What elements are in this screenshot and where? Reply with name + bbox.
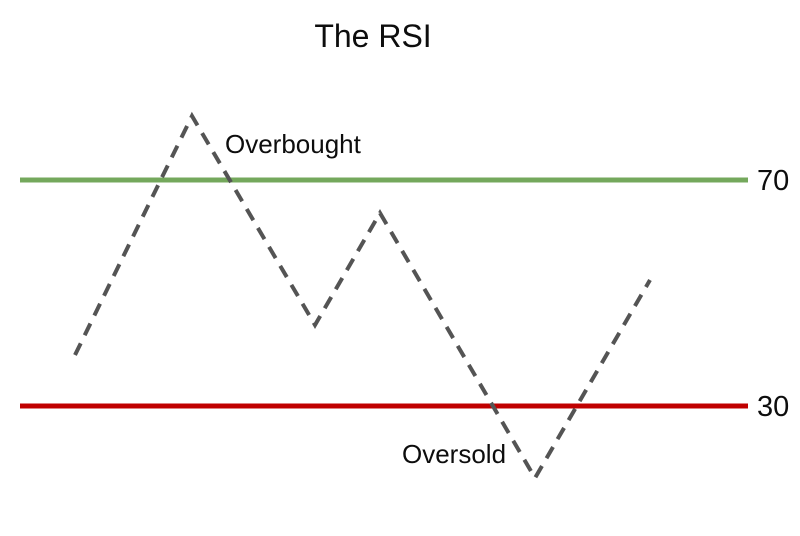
oversold-value-label: 30 bbox=[757, 391, 789, 423]
overbought-annotation: Overbought bbox=[225, 129, 362, 159]
chart-title: The RSI bbox=[314, 18, 431, 54]
rsi-line bbox=[73, 111, 652, 482]
oversold-annotation: Oversold bbox=[402, 439, 506, 469]
overbought-value-label: 70 bbox=[757, 165, 789, 197]
